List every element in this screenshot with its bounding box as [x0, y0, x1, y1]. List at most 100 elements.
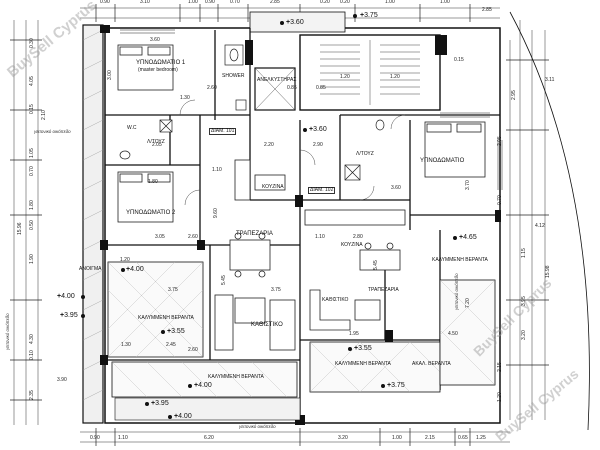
dim-left: 4.30 — [29, 334, 35, 344]
lift-cross-2 — [254, 67, 296, 111]
dim-top: 3.10 — [140, 0, 150, 5]
dim-inner: 1.10 — [212, 167, 222, 173]
dim-inner: 1.10 — [315, 234, 325, 240]
dim-right: 2.95 — [511, 90, 517, 100]
dim-bottom: 3.20 — [338, 435, 348, 441]
dim-right: 0.70 — [497, 195, 503, 205]
dim-top: 2.85 — [482, 7, 492, 13]
left-terrace-strip — [82, 24, 104, 424]
stair-treads — [320, 40, 420, 105]
level-bottom-left: 3.95 — [151, 400, 169, 407]
dim-inner: 0.85 — [287, 85, 297, 91]
dim-top: 0.70 — [230, 0, 240, 5]
room-veranda-2: ΚΑΛΥΜΜΕΝΗ ΒΕΡΑΝΤΑ — [208, 374, 264, 380]
dim-top: 1.00 — [188, 0, 198, 5]
dim-top: 0.90 — [205, 0, 215, 5]
dim-inner: 1.30 — [180, 95, 190, 101]
dim-right: 3.95 — [521, 296, 527, 306]
dim-right: 3.11 — [545, 77, 555, 83]
dim-bottom: 0.65 — [458, 435, 468, 441]
note-boundary-left: γειτονικό οικόπεδο — [5, 313, 10, 350]
dim-inner: 3.75 — [168, 287, 178, 293]
tag-apartment-101: ΔΙΑΜ. 101 — [209, 128, 237, 135]
room-lift: ΑΝΕΛΚΥΣΤΗΡΑΣ — [257, 77, 297, 83]
dim-inner: 4.50 — [448, 331, 458, 337]
sanitary-fixtures — [119, 44, 385, 181]
dim-right: 0.15 — [454, 57, 464, 63]
dim-left: 1.05 — [29, 148, 35, 158]
room-void: ΑΝΟΙΓΜΑ — [79, 266, 102, 272]
dim-inner: 1.95 — [349, 331, 359, 337]
room-veranda-5: ΑΚΑΛ. ΒΕΡΑΝΤΑ — [412, 361, 451, 367]
door-swings — [179, 99, 406, 206]
room-veranda-4: ΚΑΛΥΜΜΕΝΗ ΒΕΡΑΝΤΑ — [432, 257, 488, 263]
dim-left: 1.80 — [29, 200, 35, 210]
dim-inner: 2.60 — [188, 347, 198, 353]
dim-right: 1.15 — [521, 248, 527, 258]
apartment-102-walls — [300, 114, 500, 390]
dim-inner: 1.20 — [120, 257, 130, 263]
dim-inner: 2.05 — [152, 142, 162, 148]
dim-inner: 2.60 — [207, 85, 217, 91]
dim-inner: 2.90 — [313, 142, 323, 148]
dim-inner: 7.20 — [465, 298, 471, 308]
dim-inner: 5.45 — [221, 275, 227, 285]
dim-top: 0.90 — [100, 0, 110, 5]
dim-bottom: 1.25 — [476, 435, 486, 441]
dim-inner: 3.60 — [391, 185, 401, 191]
dim-left: 0.30 — [29, 38, 35, 48]
note-boundary-left-2: γειτονικό οικόπεδο — [34, 129, 71, 134]
room-living-2: ΚΑΘΙΣΤΙΚΟ — [322, 297, 349, 303]
dim-inner: 1.80 — [148, 179, 158, 185]
furniture-beds — [117, 44, 486, 223]
dim-left: 15.96 — [17, 222, 23, 235]
level-markers — [81, 14, 457, 419]
stair-core — [299, 34, 441, 111]
room-dining-2: ΤΡΑΠΕΖΑΡΙΑ — [368, 287, 399, 293]
dim-inner: 2.45 — [166, 342, 176, 348]
level-bottom-center: 4.00 — [194, 382, 212, 389]
room-veranda-1: ΚΑΛΥΜΜΕΝΗ ΒΕΡΑΝΤΑ — [138, 315, 194, 321]
note-boundary-bottom: γειτονικό οικόπεδο — [239, 424, 276, 429]
level-bottom-left-2: 4.00 — [174, 413, 192, 420]
dim-left: 4.05 — [29, 76, 35, 86]
lift-shaft — [254, 67, 296, 111]
dimension-ticks — [10, 4, 549, 446]
tag-apartment-102: ΔΙΑΜ. 102 — [308, 187, 336, 194]
structural-columns — [100, 25, 501, 425]
dim-inner: 2.20 — [264, 142, 274, 148]
room-bedroom-1: ΥΠΝΟΔΩΜΑΤΙΟ 1 — [136, 60, 186, 66]
room-bedroom-1-sub: (master bedroom) — [138, 67, 178, 73]
level-left-mid: 3.95 — [60, 312, 78, 319]
room-wc-1: Λ/ΤΟΥΖ — [147, 139, 165, 145]
dim-bottom: 2.15 — [425, 435, 435, 441]
dim-left: 2.35 — [29, 390, 35, 400]
dimension-lines — [13, 7, 546, 443]
furniture-living — [214, 159, 406, 351]
dim-inner: 3.75 — [271, 287, 281, 293]
room-veranda-3: ΚΑΛΥΜΜΕΝΗ ΒΕΡΑΝΤΑ — [335, 361, 391, 367]
dim-bottom: 1.00 — [392, 435, 402, 441]
level-bottom-right: 3.75 — [387, 382, 405, 389]
room-shower: SHOWER — [222, 73, 245, 79]
dim-inner: 5.45 — [373, 260, 379, 270]
dim-right: 1.20 — [497, 392, 503, 402]
dim-top: 1.00 — [440, 0, 450, 5]
dim-inner: 2.80 — [353, 234, 363, 240]
dim-left: 1.90 — [29, 254, 35, 264]
dim-right: 2.05 — [497, 136, 503, 146]
plot-boundary-arc — [509, 11, 590, 431]
dim-inner: 3.60 — [150, 37, 160, 43]
dim-top: 0.20 — [340, 0, 350, 5]
room-kitchen-1: ΚΟΥΖΙΝΑ — [262, 184, 284, 190]
room-kitchen-2: ΚΟΥΖΙΝΑ — [341, 242, 363, 248]
dim-bottom: 0.90 — [90, 435, 100, 441]
dim-left: 2.10 — [41, 110, 47, 120]
veranda-tiles — [107, 261, 496, 421]
dim-top: 1.00 — [385, 0, 395, 5]
level-left-out: 4.00 — [57, 293, 75, 300]
windows — [120, 29, 503, 190]
dim-inner: 0.85 — [316, 85, 326, 91]
dim-right: 4.12 — [535, 223, 545, 229]
level-veranda-right: 3.55 — [354, 345, 372, 352]
